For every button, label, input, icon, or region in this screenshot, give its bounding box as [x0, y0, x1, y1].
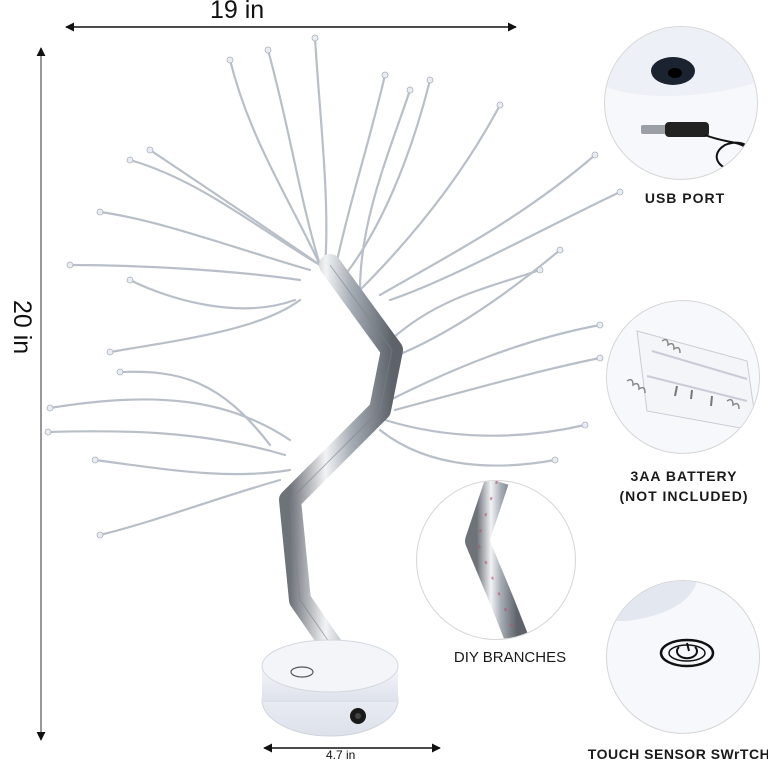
lamp-base	[261, 639, 399, 737]
usb-port-icon	[605, 27, 757, 171]
touch-switch-detail	[606, 580, 760, 734]
battery-caption-line1: 3AA BATTERY	[630, 468, 738, 484]
usb-port-detail	[604, 26, 758, 180]
diy-branches-caption: DIY BRANCHES	[453, 649, 567, 666]
diy-branches-detail	[416, 480, 576, 640]
usb-port-caption: USB PORT	[644, 190, 726, 206]
branches	[46, 36, 622, 537]
power-icon	[607, 581, 715, 668]
width-dimension-label: 19 in	[210, 0, 265, 24]
touch-button-icon	[290, 666, 314, 678]
battery-compartment-icon	[626, 330, 758, 432]
touch-switch-caption: TOUCH SENSOR SWrTCH	[587, 746, 768, 762]
trunk	[279, 254, 403, 676]
branch-closeup-icon	[465, 481, 529, 639]
led-bulbs	[44, 34, 624, 539]
base-dimension-label: 4.7 in	[326, 748, 356, 762]
battery-caption-line2: (NOT INCLUDED)	[619, 488, 749, 504]
battery-detail	[606, 300, 760, 454]
height-dimension-label: 20 in	[8, 300, 36, 355]
